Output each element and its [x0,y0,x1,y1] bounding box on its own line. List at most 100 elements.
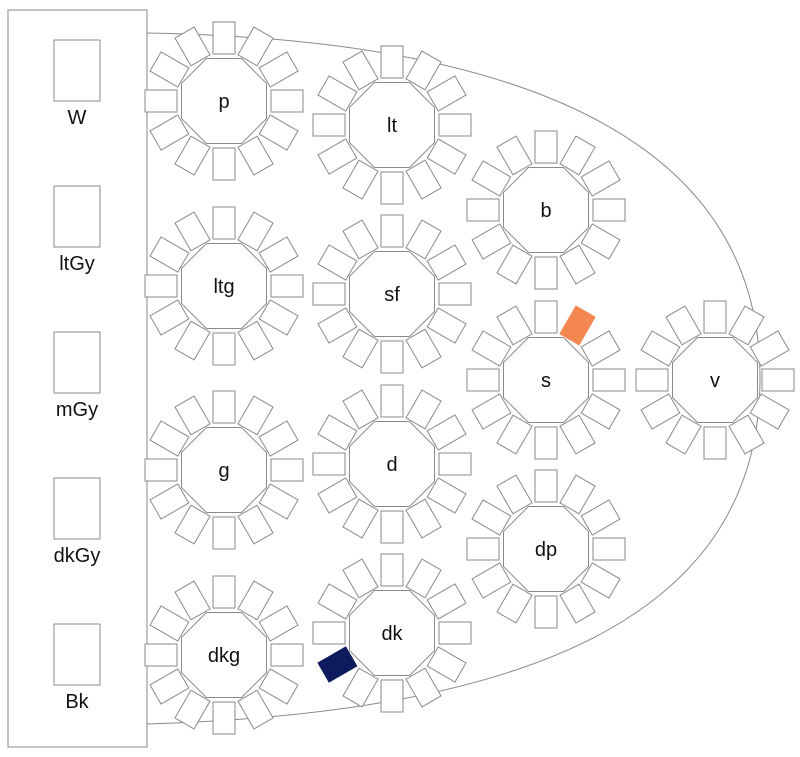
table-ltg-top[interactable] [181,243,267,329]
table-s-seat[interactable] [559,414,596,455]
table-d-seat[interactable] [317,414,358,451]
table-p-seat[interactable] [144,89,178,113]
table-dkg-seat[interactable] [174,689,211,730]
table-v-seat[interactable] [703,300,727,334]
table-s-seat[interactable] [592,368,626,392]
table-p-seat[interactable] [270,89,304,113]
table-v-seat[interactable] [635,368,669,392]
table-dp-seat[interactable] [496,474,533,515]
table-g-seat[interactable] [270,458,304,482]
table-p-seat[interactable] [149,51,190,88]
table-s-seat[interactable] [496,305,533,346]
table-dkg-seat[interactable] [237,580,274,621]
table-dk-highlighted-seat[interactable] [317,646,358,683]
table-sf-seat[interactable] [426,244,467,281]
table-s-seat[interactable] [471,393,512,430]
table-lt-seat[interactable] [312,113,346,137]
table-p-top[interactable] [181,58,267,144]
table-sf-top[interactable] [349,251,435,337]
table-g-seat[interactable] [144,458,178,482]
table-dk-seat[interactable] [342,667,379,708]
table-dkg-top[interactable] [181,612,267,698]
table-g-seat[interactable] [149,420,190,457]
table-d-seat[interactable] [380,510,404,544]
table-b-seat[interactable] [534,256,558,290]
table-v-seat[interactable] [665,305,702,346]
head-table-seat[interactable] [53,623,101,686]
table-p-seat[interactable] [212,147,236,181]
table-s-seat[interactable] [580,330,621,367]
table-dk-seat[interactable] [426,646,467,683]
table-b-seat[interactable] [592,198,626,222]
table-dp-seat[interactable] [534,595,558,629]
table-b-seat[interactable] [471,160,512,197]
table-d-seat[interactable] [426,414,467,451]
table-dkg-seat[interactable] [212,701,236,735]
table-g-seat[interactable] [258,483,299,520]
table-ltg-seat[interactable] [149,299,190,336]
table-dp-seat[interactable] [534,469,558,503]
table-dkg-seat[interactable] [237,689,274,730]
table-dk-seat[interactable] [438,621,472,645]
table-d-seat[interactable] [317,477,358,514]
table-dp-seat[interactable] [471,499,512,536]
table-g-seat[interactable] [174,504,211,545]
table-s-highlighted-seat[interactable] [559,305,596,346]
table-v-seat[interactable] [749,393,790,430]
table-dkg-seat[interactable] [149,605,190,642]
table-lt-seat[interactable] [380,171,404,205]
table-ltg-seat[interactable] [270,274,304,298]
table-b-seat[interactable] [534,130,558,164]
table-dkg-seat[interactable] [149,668,190,705]
table-sf-seat[interactable] [342,328,379,369]
table-dp-seat[interactable] [466,537,500,561]
table-sf-seat[interactable] [438,282,472,306]
table-d-seat[interactable] [426,477,467,514]
table-d-seat[interactable] [342,498,379,539]
table-lt-seat[interactable] [426,75,467,112]
table-dkg-seat[interactable] [258,605,299,642]
table-ltg-seat[interactable] [258,299,299,336]
table-b-seat[interactable] [580,160,621,197]
table-b-seat[interactable] [466,198,500,222]
table-s-seat[interactable] [534,426,558,460]
table-s-seat[interactable] [466,368,500,392]
table-dp-seat[interactable] [580,499,621,536]
table-dk-seat[interactable] [342,558,379,599]
table-p-seat[interactable] [258,51,299,88]
table-s-seat[interactable] [580,393,621,430]
table-dk-top[interactable] [349,590,435,676]
table-dkg-seat[interactable] [258,668,299,705]
table-sf-seat[interactable] [317,244,358,281]
table-v-seat[interactable] [640,330,681,367]
table-b-seat[interactable] [471,223,512,260]
table-sf-seat[interactable] [380,340,404,374]
table-g-seat[interactable] [212,390,236,424]
table-v-seat[interactable] [665,414,702,455]
table-dk-seat[interactable] [312,621,346,645]
table-v-seat[interactable] [761,368,795,392]
table-b-seat[interactable] [559,135,596,176]
table-dp-seat[interactable] [580,562,621,599]
table-dkg-seat[interactable] [174,580,211,621]
table-ltg-seat[interactable] [237,211,274,252]
table-g-seat[interactable] [237,504,274,545]
table-dkg-seat[interactable] [212,575,236,609]
table-s-seat[interactable] [534,300,558,334]
table-lt-seat[interactable] [317,75,358,112]
table-g-seat[interactable] [174,395,211,436]
table-d-seat[interactable] [405,498,442,539]
table-b-seat[interactable] [496,244,533,285]
table-sf-seat[interactable] [380,214,404,248]
table-ltg-seat[interactable] [258,236,299,273]
table-v-seat[interactable] [749,330,790,367]
table-b-top[interactable] [503,167,589,253]
table-g-top[interactable] [181,427,267,513]
table-ltg-seat[interactable] [174,320,211,361]
table-ltg-seat[interactable] [212,332,236,366]
table-s-seat[interactable] [471,330,512,367]
table-d-seat[interactable] [312,452,346,476]
table-sf-seat[interactable] [317,307,358,344]
table-d-seat[interactable] [438,452,472,476]
table-dk-seat[interactable] [405,558,442,599]
